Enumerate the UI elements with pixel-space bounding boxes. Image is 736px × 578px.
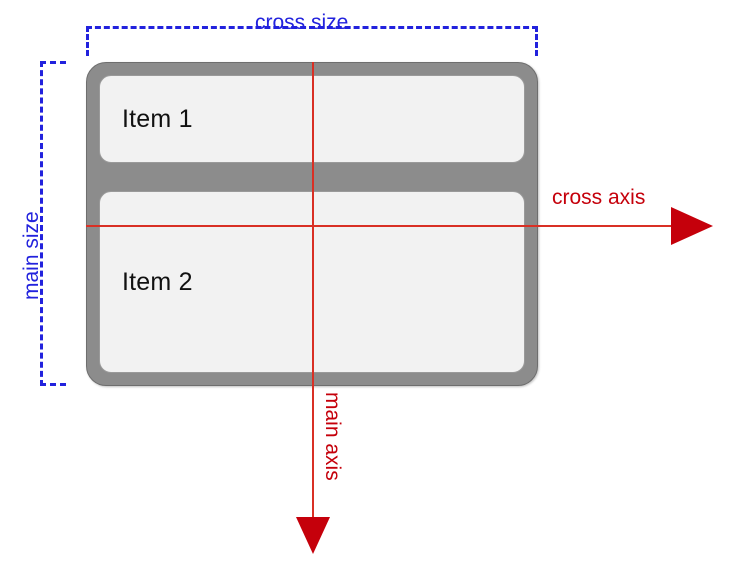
main-size-bracket-vertical-rule: [40, 61, 43, 386]
cross-size-bracket-top-rule: [86, 26, 538, 29]
flex-item-1-label: Item 1: [122, 104, 193, 133]
main-size-bracket-bottom-leg: [40, 383, 66, 386]
main-axis-line: [312, 62, 314, 520]
cross-size-label: cross size: [255, 11, 349, 34]
flex-item-2-label: Item 2: [122, 267, 193, 296]
cross-axis-arrow-icon: [671, 207, 713, 245]
main-axis-label: main axis: [321, 392, 344, 481]
main-axis-arrow-icon: [296, 517, 330, 554]
cross-axis-label: cross axis: [552, 186, 646, 209]
main-size-bracket-top-leg: [40, 61, 66, 64]
cross-size-bracket-left-leg: [86, 26, 89, 56]
cross-size-bracket-right-leg: [535, 26, 538, 56]
cross-axis-line: [86, 225, 674, 227]
main-size-label: main size: [20, 211, 43, 300]
